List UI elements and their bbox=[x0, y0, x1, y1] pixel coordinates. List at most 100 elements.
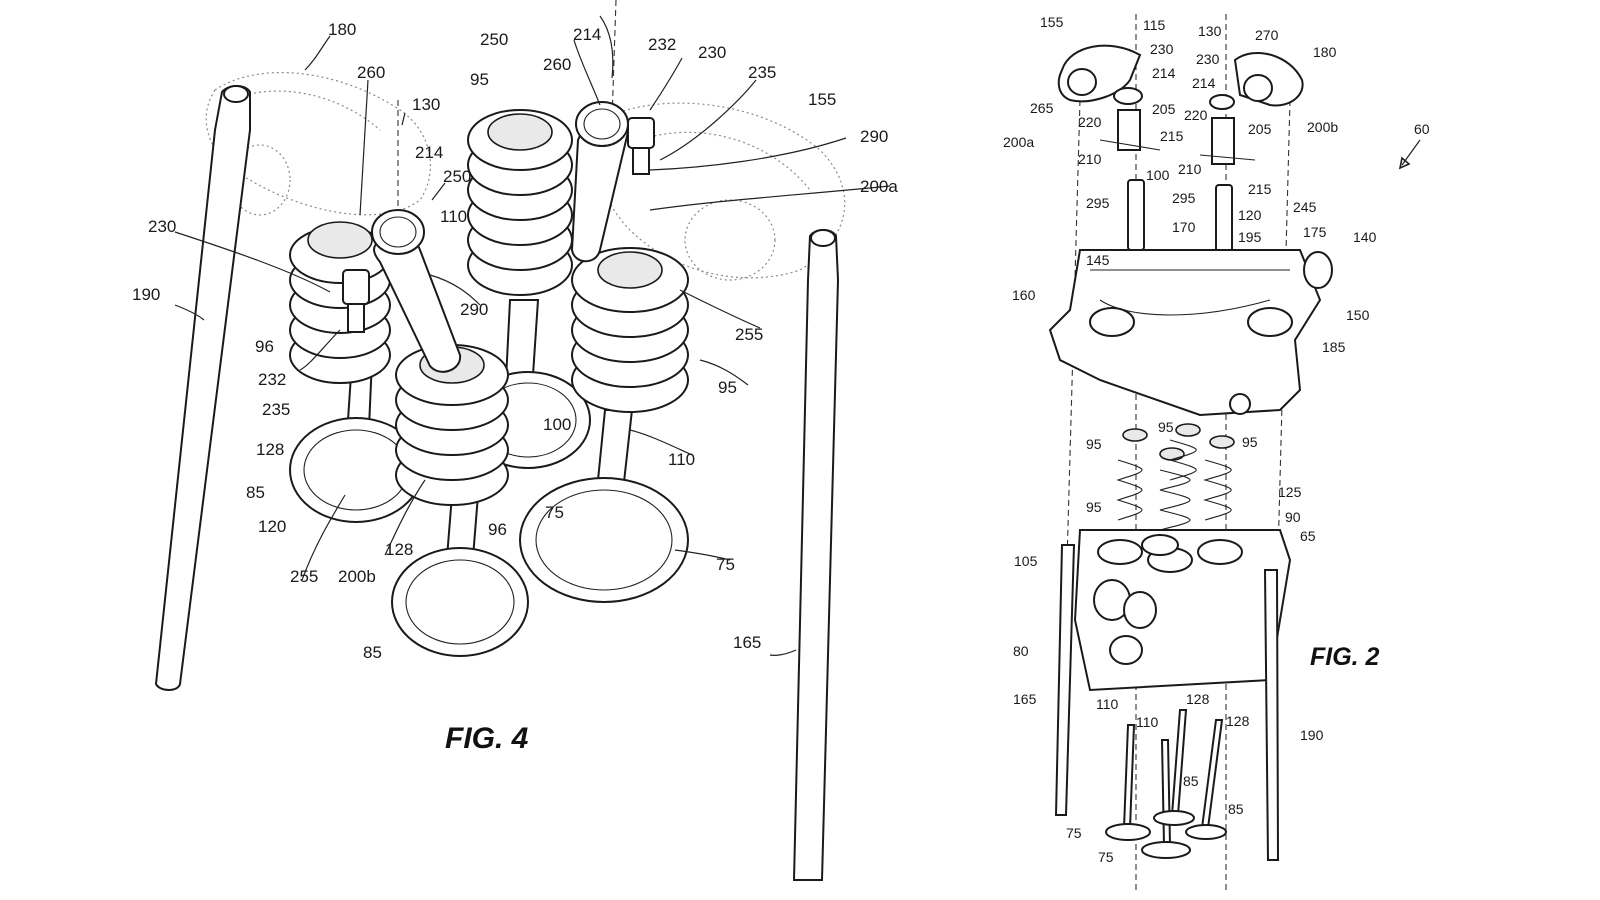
fig4-label-85: 85 bbox=[246, 483, 265, 502]
fig2-label-125: 125 bbox=[1278, 484, 1302, 500]
fig2-label-210b: 210 bbox=[1178, 161, 1202, 177]
fig2-artwork bbox=[1048, 14, 1421, 890]
fig4-spring-front bbox=[395, 344, 509, 506]
fig4-label-232: 232 bbox=[648, 35, 676, 54]
fig2-label-215b: 215 bbox=[1248, 181, 1272, 197]
fig2-label-95c: 95 bbox=[1242, 434, 1258, 450]
fig4-label-110: 110 bbox=[440, 207, 467, 226]
fig2-label-210: 210 bbox=[1078, 151, 1102, 167]
fig2-springs bbox=[1116, 423, 1235, 531]
fig2-label-185: 185 bbox=[1322, 339, 1346, 355]
fig2-label-270: 270 bbox=[1255, 27, 1279, 43]
fig4-label-190: 190 bbox=[132, 285, 160, 304]
fig2-label-75: 75 bbox=[1066, 825, 1082, 841]
fig4-label-180: 180 bbox=[328, 20, 356, 39]
fig4-label-110b: 110 bbox=[668, 450, 695, 469]
fig2-label-60: 60 bbox=[1414, 121, 1430, 137]
fig2-label-155: 155 bbox=[1040, 14, 1064, 30]
fig2-label-145: 145 bbox=[1086, 252, 1110, 268]
fig2-label-214b: 214 bbox=[1192, 75, 1216, 91]
fig4-leaders bbox=[174, 15, 891, 656]
fig4-label-130: 130 bbox=[412, 95, 440, 114]
fig4-label-128: 128 bbox=[256, 440, 284, 459]
fig4-label-200a: 200a bbox=[860, 177, 898, 196]
fig4-label-214: 214 bbox=[573, 25, 601, 44]
fig4-label-260: 260 bbox=[357, 63, 385, 82]
fig2-label-175: 175 bbox=[1303, 224, 1327, 240]
fig4-artwork bbox=[154, 0, 891, 881]
fig2-label-140: 140 bbox=[1353, 229, 1377, 245]
fig4-label-75b: 75 bbox=[716, 555, 735, 574]
fig4-label-100: 100 bbox=[543, 415, 571, 434]
fig4-label-96: 96 bbox=[255, 337, 274, 356]
fig4-label-235: 235 bbox=[748, 63, 776, 82]
fig2-label-195: 195 bbox=[1238, 229, 1262, 245]
fig2-label-180: 180 bbox=[1313, 44, 1337, 60]
fig2-label-200a: 200a bbox=[1003, 134, 1034, 150]
fig4-title: FIG. 4 bbox=[445, 722, 529, 755]
fig2-label-265: 265 bbox=[1030, 100, 1054, 116]
fig2-label-150: 150 bbox=[1346, 307, 1370, 323]
fig4-label-120: 120 bbox=[258, 517, 286, 536]
fig2-label-128: 128 bbox=[1186, 691, 1210, 707]
fig2-label-205: 205 bbox=[1152, 101, 1176, 117]
fig4-labels: 180 260 130 250 214 232 230 235 155 95 2… bbox=[132, 20, 898, 755]
fig4-label-200b: 200b bbox=[338, 567, 376, 586]
fig2-label-170: 170 bbox=[1172, 219, 1196, 235]
fig2-label-75b: 75 bbox=[1098, 849, 1114, 865]
fig2-label-110: 110 bbox=[1096, 696, 1119, 712]
fig2-label-128b: 128 bbox=[1226, 713, 1250, 729]
fig2-label-220b: 220 bbox=[1184, 107, 1208, 123]
fig4-label-260b: 260 bbox=[543, 55, 571, 74]
fig2-label-200b: 200b bbox=[1307, 119, 1338, 135]
fig4-label-230: 230 bbox=[698, 43, 726, 62]
fig2-label-95: 95 bbox=[1158, 419, 1174, 435]
fig2-label-130: 130 bbox=[1198, 23, 1222, 39]
fig2-label-110b: 110 bbox=[1136, 714, 1159, 730]
fig2-label-105: 105 bbox=[1014, 553, 1038, 569]
fig4-label-85b: 85 bbox=[363, 643, 382, 662]
fig2-label-295b: 295 bbox=[1172, 190, 1196, 206]
fig2-label-95b: 95 bbox=[1086, 436, 1102, 452]
fig2-labels: 155 115 230 130 270 180 214 230 265 205 … bbox=[1003, 14, 1430, 865]
fig4-label-290: 290 bbox=[860, 127, 888, 146]
fig4-label-230b: 230 bbox=[148, 217, 176, 236]
fig2-label-115: 115 bbox=[1143, 17, 1166, 33]
fig2-label-80: 80 bbox=[1013, 643, 1029, 659]
fig2-label-120: 120 bbox=[1238, 207, 1262, 223]
fig2-label-205b: 205 bbox=[1248, 121, 1272, 137]
fig2-title: FIG. 2 bbox=[1310, 643, 1380, 671]
fig2-label-220: 220 bbox=[1078, 114, 1102, 130]
fig4-label-232b: 232 bbox=[258, 370, 286, 389]
fig4-label-214b: 214 bbox=[415, 143, 443, 162]
fig4-label-155: 155 bbox=[808, 90, 836, 109]
fig2-label-90: 90 bbox=[1285, 509, 1301, 525]
fig4-label-290b: 290 bbox=[460, 300, 488, 319]
fig2-label-65: 65 bbox=[1300, 528, 1316, 544]
fig2-label-85b: 85 bbox=[1228, 801, 1244, 817]
fig4-label-95: 95 bbox=[470, 70, 489, 89]
fig4-label-75: 75 bbox=[545, 503, 564, 522]
fig2-label-214: 214 bbox=[1152, 65, 1176, 81]
fig4-label-235b: 235 bbox=[262, 400, 290, 419]
fig2-label-230b: 230 bbox=[1196, 51, 1220, 67]
fig4-spring-right bbox=[571, 247, 689, 413]
fig4-spring-back bbox=[467, 109, 573, 296]
fig2-label-245: 245 bbox=[1293, 199, 1317, 215]
fig2-label-190: 190 bbox=[1300, 727, 1324, 743]
fig4-label-96b: 96 bbox=[488, 520, 507, 539]
fig2-label-85: 85 bbox=[1183, 773, 1199, 789]
fig4-label-255: 255 bbox=[735, 325, 763, 344]
fig4-label-250: 250 bbox=[480, 30, 508, 49]
fig4-label-95b: 95 bbox=[718, 378, 737, 397]
fig2-label-95d: 95 bbox=[1086, 499, 1102, 515]
fig4-label-165: 165 bbox=[733, 633, 761, 652]
fig4-label-128b: 128 bbox=[385, 540, 413, 559]
fig4-label-255b: 255 bbox=[290, 567, 318, 586]
fig2-label-165: 165 bbox=[1013, 691, 1037, 707]
fig2-label-160: 160 bbox=[1012, 287, 1036, 303]
fig2-label-100: 100 bbox=[1146, 167, 1170, 183]
fig2-label-230: 230 bbox=[1150, 41, 1174, 57]
fig2-label-295: 295 bbox=[1086, 195, 1110, 211]
